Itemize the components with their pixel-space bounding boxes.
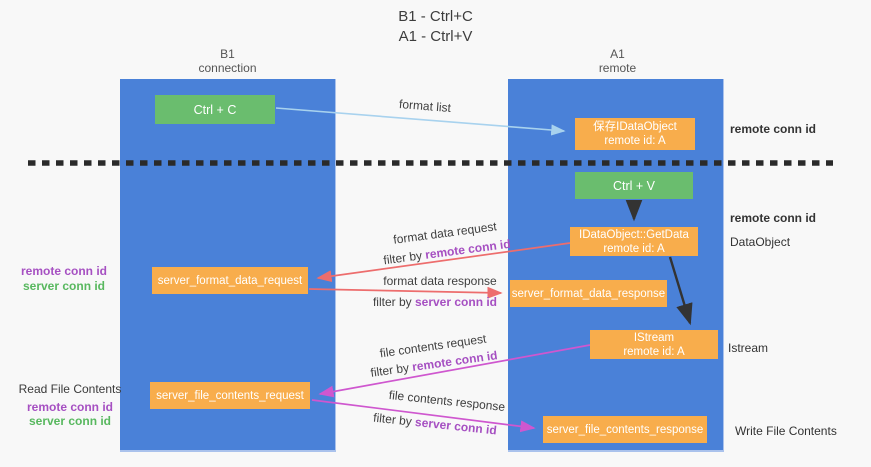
read-file-contents-annotation: Read File Contents remote conn id server… [12, 382, 128, 428]
lane-b1-role: connection [198, 61, 257, 75]
remote-conn-id-label: remote conn id [26, 400, 113, 414]
istream-annotation: Istream [728, 341, 769, 355]
filter-by-prefix: filter by [382, 247, 427, 268]
server-format-data-request-node: server_format_data_request [152, 267, 308, 294]
server-file-contents-response-label: server_file_contents_response [546, 423, 704, 436]
diagram-title: B1 - Ctrl+C A1 - Ctrl+V [0, 7, 871, 47]
save-idataobject-remote-id: remote id: A [604, 135, 666, 147]
lane-header-b1: B1 connection [160, 47, 295, 75]
server-conn-id-key: server conn id [414, 295, 498, 309]
format-data-response-filter-label: filter by server conn id [350, 295, 520, 309]
save-idataobject-line1: 保存IDataObject [593, 121, 677, 133]
istream-line1: IStream [633, 331, 675, 344]
ctrl-c-node: Ctrl + C [155, 95, 275, 124]
ctrl-c-label: Ctrl + C [193, 102, 237, 117]
remote-conn-id-annotation-mid: remote conn id [730, 211, 817, 225]
filter-by-prefix: filter by [372, 410, 416, 429]
ctrl-v-label: Ctrl + V [612, 178, 656, 193]
idataobject-getdata-node: IDataObject::GetData remote id: A [570, 227, 698, 256]
read-file-contents-label: Read File Contents [18, 382, 122, 396]
server-conn-id-label: server conn id [22, 279, 106, 293]
format-list-label: format list [398, 96, 452, 116]
server-file-contents-response-node: server_file_contents_response [543, 416, 707, 443]
server-format-data-response-node: server_format_data_response [510, 280, 667, 307]
filter-by-prefix: filter by [369, 360, 414, 380]
server-file-contents-request-label: server_file_contents_request [156, 389, 304, 402]
istream-node: IStream remote id: A [590, 330, 718, 359]
title-line-1: B1 - Ctrl+C [398, 8, 473, 25]
remote-conn-id-label: remote conn id [20, 264, 107, 278]
lane-header-a1: A1 remote [550, 47, 685, 75]
lane-b1-name: B1 [220, 47, 235, 61]
remote-conn-id-annotation-top: remote conn id [730, 122, 817, 136]
title-line-2: A1 - Ctrl+V [398, 28, 473, 45]
istream-remote-id: remote id: A [623, 345, 685, 358]
filter-by-prefix: filter by [372, 295, 415, 309]
format-data-response-label: format data response [383, 274, 497, 288]
ctrl-v-node: Ctrl + V [575, 172, 693, 199]
server-conn-id-key: server conn id [414, 414, 498, 438]
left-conn-id-annotation: remote conn id server conn id [10, 264, 118, 294]
write-file-contents-annotation: Write File Contents [735, 424, 837, 438]
server-conn-id-label: server conn id [28, 414, 112, 428]
getdata-line1: IDataObject::GetData [579, 228, 689, 241]
getdata-remote-id: remote id: A [603, 242, 665, 255]
lane-a1-name: A1 [610, 47, 625, 61]
server-file-contents-request-node: server_file_contents_request [150, 382, 310, 409]
server-format-data-response-label: server_format_data_response [511, 287, 666, 300]
dataobject-annotation: DataObject [730, 235, 791, 249]
format-data-response-arrow [308, 286, 503, 299]
lane-a1-role: remote [598, 61, 637, 75]
save-idataobject-node: 保存IDataObject remote id: A [575, 118, 695, 150]
server-format-data-request-label: server_format_data_request [157, 274, 303, 287]
